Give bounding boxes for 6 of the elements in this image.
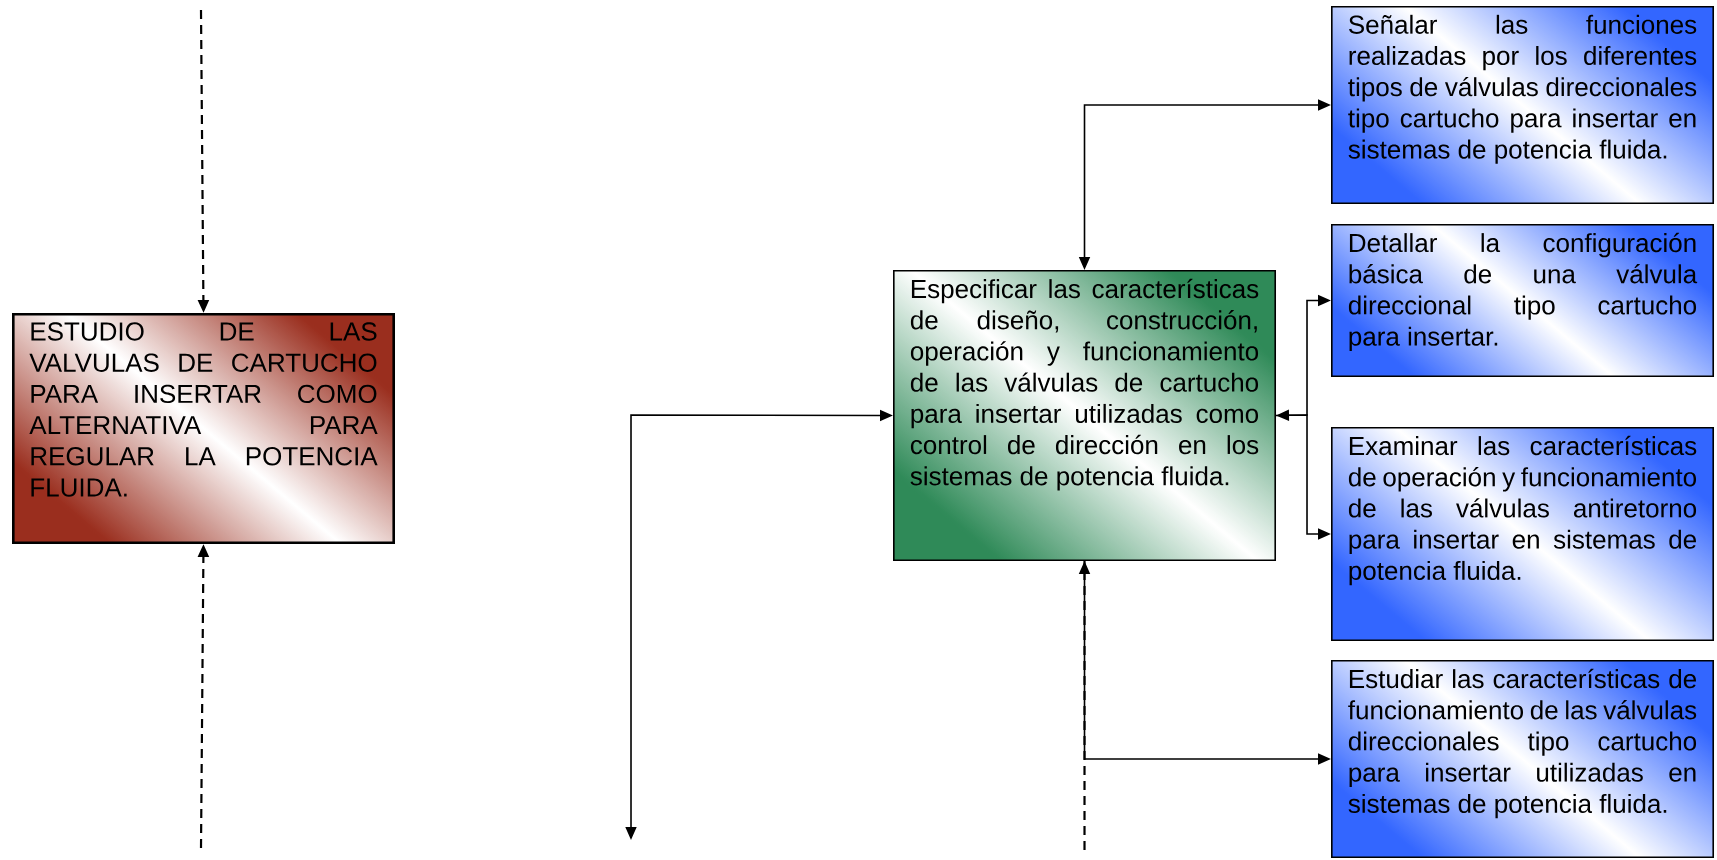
text-box: Señalar las funciones realizadas por los diferentes tipos de válvulas direccionales tipo cartucho para insertar en sistemas de potencia fluida. — [1331, 6, 1714, 204]
text-box: Estudiar las características de funcionamiento de las válvulas direccionales tipo cartucho para insertar utilizadas en sistemas de potencia fluida. — [1331, 660, 1714, 858]
text-box: Detallar la configuración básica de una válvula direccional tipo cartucho para insertar. — [1331, 224, 1714, 377]
text-box: Examinar las características de operación y funcionamiento de las válvulas antiretorno para insertar en sistemas de potencia fluida. — [1331, 427, 1714, 641]
text-box: Especificar las características de diseño, construcción, operación y funcionamiento de las válvulas de cartucho para insertar utilizadas como control de dirección en los sistemas de potencia fluida. — [893, 270, 1276, 561]
text-box: ESTUDIO DE LAS VALVULAS DE CARTUCHO PARA INSERTAR COMO ALTERNATIVA PARA REGULAR LA POTENCIA FLUIDA. — [12, 313, 395, 544]
